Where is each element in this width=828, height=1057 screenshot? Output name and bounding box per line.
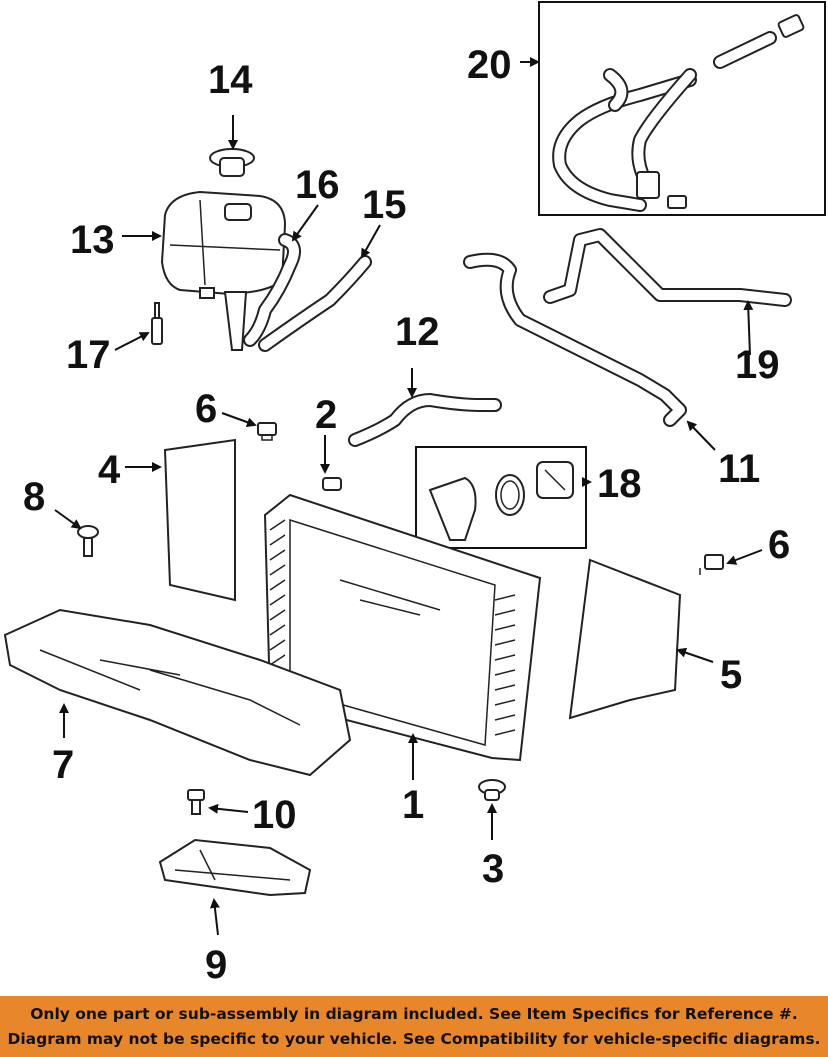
callout-19: 19 bbox=[735, 343, 780, 387]
bolt-right bbox=[699, 554, 724, 575]
callout-1: 1 bbox=[402, 783, 424, 827]
push-pin bbox=[77, 525, 99, 557]
parts-diagram: 20 14 16 15 13 17 12 19 6 2 4 11 18 8 6 … bbox=[3, 1, 826, 987]
splash-shield bbox=[158, 838, 312, 897]
right-air-baffle bbox=[568, 558, 682, 720]
inset-box-hose-kit bbox=[538, 1, 826, 216]
drain-plug bbox=[322, 477, 342, 491]
leader-lines bbox=[54, 57, 763, 936]
callout-7: 7 bbox=[52, 743, 74, 787]
callout-6-right: 6 bbox=[768, 523, 790, 567]
disclaimer-line-1: Only one part or sub-assembly in diagram… bbox=[30, 1005, 798, 1023]
upper-radiator-hose bbox=[348, 393, 502, 447]
grommet bbox=[478, 779, 506, 801]
disclaimer-line-2: Diagram may not be specific to your vehi… bbox=[7, 1030, 821, 1048]
callout-14: 14 bbox=[208, 58, 253, 102]
callout-3: 3 bbox=[482, 847, 504, 891]
overflow-hose bbox=[243, 233, 372, 352]
left-air-baffle bbox=[163, 438, 236, 602]
callout-13: 13 bbox=[70, 218, 115, 262]
callout-18: 18 bbox=[597, 462, 642, 506]
callout-labels: 20 14 16 15 13 17 12 19 6 2 4 11 18 8 6 … bbox=[23, 43, 790, 987]
bolt-lower bbox=[187, 789, 205, 815]
callout-20: 20 bbox=[467, 43, 512, 87]
callout-6-upper: 6 bbox=[195, 387, 217, 431]
callout-2: 2 bbox=[315, 393, 337, 437]
callout-8: 8 bbox=[23, 475, 45, 519]
lower-air-deflector bbox=[3, 608, 352, 777]
bolt-upper bbox=[257, 422, 277, 441]
callout-5: 5 bbox=[720, 653, 742, 697]
callout-9: 9 bbox=[205, 943, 227, 987]
level-sensor bbox=[151, 302, 163, 345]
inset-box-thermostat bbox=[415, 446, 587, 549]
callout-12: 12 bbox=[395, 310, 440, 354]
callout-17: 17 bbox=[66, 333, 111, 377]
callout-10: 10 bbox=[252, 793, 297, 837]
disclaimer-banner: Only one part or sub-assembly in diagram… bbox=[0, 996, 828, 1057]
lower-hose bbox=[463, 252, 687, 427]
reservoir-cap bbox=[209, 148, 255, 177]
callout-11: 11 bbox=[718, 447, 760, 491]
callout-16: 16 bbox=[295, 163, 340, 207]
callout-15: 15 bbox=[362, 183, 407, 227]
coolant-reservoir bbox=[160, 190, 287, 351]
upper-pipe bbox=[543, 228, 792, 307]
callout-4: 4 bbox=[98, 448, 121, 492]
